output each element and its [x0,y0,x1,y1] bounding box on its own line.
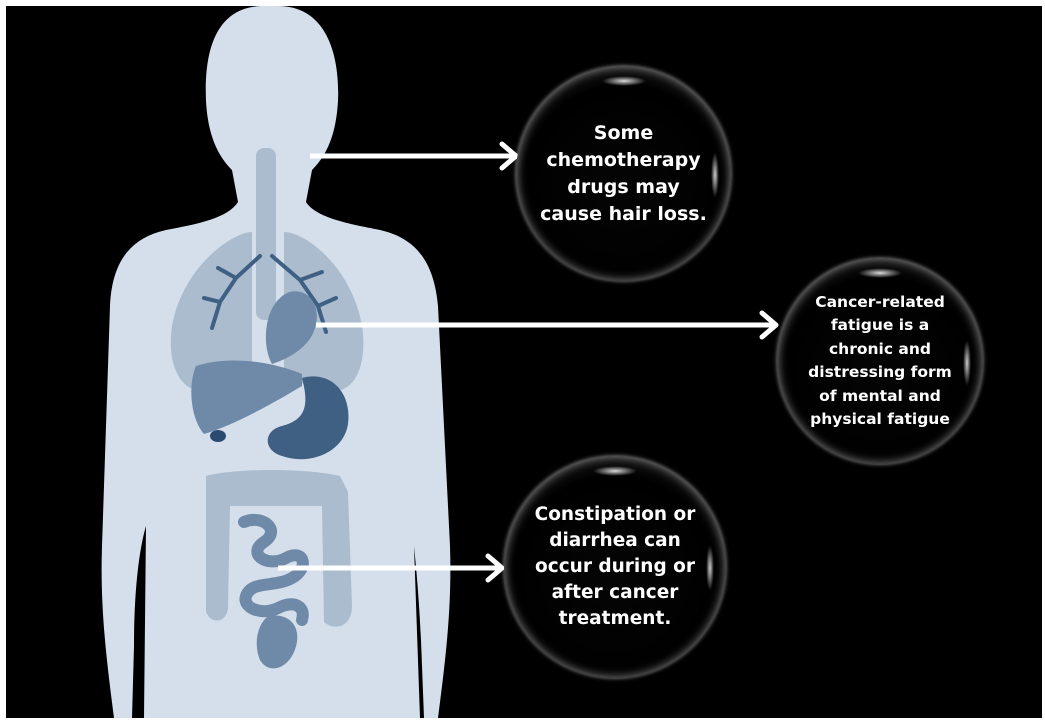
trachea [256,148,276,320]
callout-text-digestive: Constipation or diarrhea can occur durin… [535,502,696,632]
callout-text-hair-loss: Some chemotherapy drugs may cause hair l… [540,120,707,228]
callout-bubble-digestive: Constipation or diarrhea can occur durin… [504,456,726,678]
callout-bubble-hair-loss: Some chemotherapy drugs may cause hair l… [516,66,731,281]
arrow-hair [310,144,516,168]
infographic-canvas: Some chemotherapy drugs may cause hair l… [6,6,1042,718]
gall-bladder [210,430,226,442]
callout-text-fatigue: Cancer-related fatigue is a chronic and … [808,291,952,432]
callout-bubble-fatigue: Cancer-related fatigue is a chronic and … [777,258,983,464]
